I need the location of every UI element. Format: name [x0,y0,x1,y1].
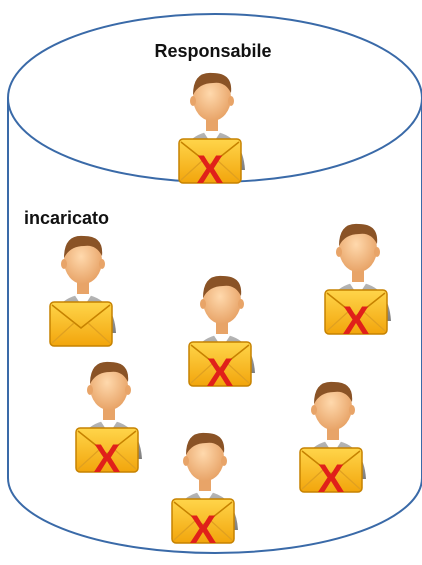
person-incaricato: X [171,432,238,552]
people-group: X X X X X X [49,72,391,552]
x-mark: X [318,457,345,501]
x-mark: X [207,351,234,395]
x-mark: X [197,148,224,192]
cylinder-body [7,98,422,554]
person-incaricato [49,235,116,347]
x-mark: X [190,508,217,552]
person-incaricato: X [324,223,391,343]
envelope-icon [324,289,388,335]
envelope-icon [299,447,363,493]
person-incaricato: X [188,275,255,395]
envelope-icon [75,427,139,473]
person-responsabile: X [178,72,245,192]
x-mark: X [343,299,370,343]
incaricato-label: incaricato [24,208,109,228]
person-incaricato: X [299,381,366,501]
person-incaricato: X [75,361,142,481]
envelope-icon [178,138,242,184]
envelope-icon [49,301,113,347]
envelope-icon [188,341,252,387]
envelope-icon [171,498,235,544]
responsabile-label: Responsabile [154,41,271,61]
x-mark: X [94,437,121,481]
